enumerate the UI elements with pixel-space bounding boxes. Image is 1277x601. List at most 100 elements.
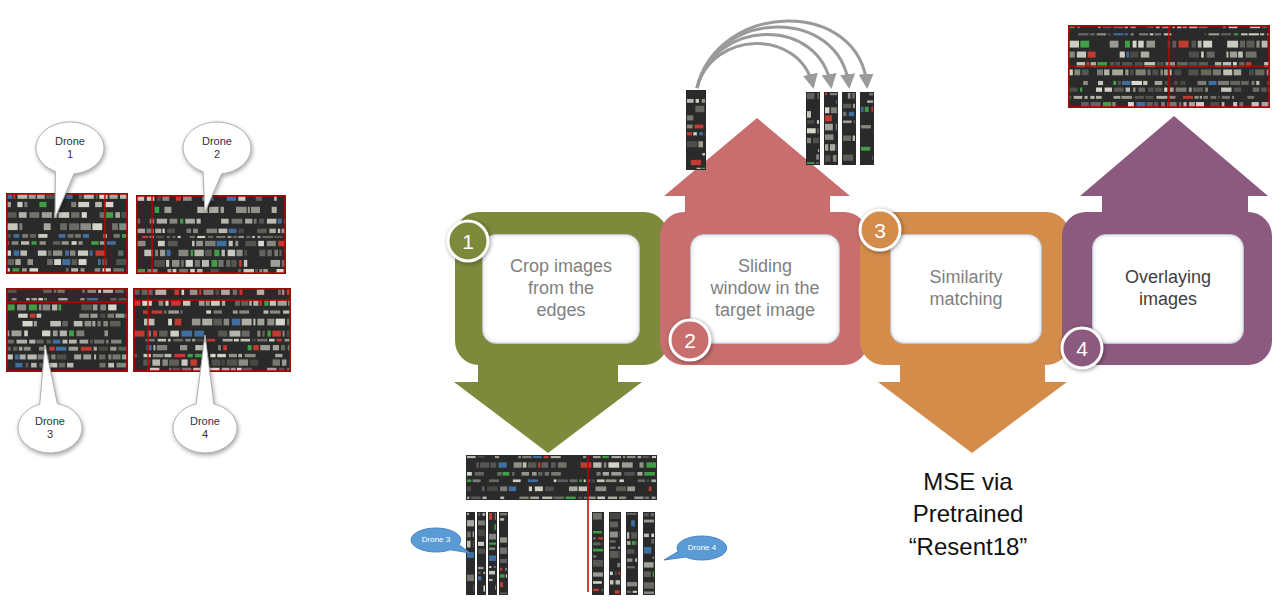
photo-texture <box>69 340 77 344</box>
photo-texture <box>497 472 501 476</box>
speech-bubble: Drone 1 <box>35 121 105 175</box>
photo-texture <box>65 250 69 255</box>
bubble-shape <box>183 122 251 212</box>
photo-texture <box>208 236 213 238</box>
photo-texture <box>593 555 596 558</box>
photo-texture <box>108 363 114 368</box>
photo-texture <box>229 354 237 357</box>
photo-texture <box>1260 33 1264 35</box>
photo-texture <box>843 120 852 123</box>
photo-texture <box>180 310 182 313</box>
aerial-photo <box>592 512 604 595</box>
photo-texture <box>267 219 277 224</box>
photo-texture <box>500 582 503 587</box>
photo-texture <box>686 90 706 170</box>
photo-texture <box>17 304 26 310</box>
photo-texture <box>1074 96 1082 99</box>
photo-texture <box>843 155 853 161</box>
photo-texture <box>1174 69 1181 75</box>
photo-texture <box>558 462 567 467</box>
photo-texture <box>1147 69 1150 75</box>
photo-texture <box>245 241 256 246</box>
photo-texture <box>825 155 830 162</box>
photo-texture <box>1227 41 1238 48</box>
photo-texture <box>20 354 26 359</box>
photo-texture <box>865 107 869 112</box>
photo-texture <box>98 259 101 265</box>
photo-texture <box>112 223 118 230</box>
photo-texture <box>1090 96 1094 99</box>
photo-texture <box>58 212 69 218</box>
photo-texture <box>518 456 521 458</box>
photo-texture <box>97 321 100 326</box>
photo-texture <box>36 340 43 344</box>
photo-texture <box>99 347 108 351</box>
photo-texture <box>90 314 97 318</box>
photo-texture <box>489 571 495 575</box>
photo-texture <box>581 462 592 467</box>
photo-texture <box>618 572 620 575</box>
photo-texture <box>807 162 814 164</box>
photo-texture <box>122 354 127 359</box>
photo-texture <box>505 568 507 571</box>
photo-texture <box>217 354 226 357</box>
photo-texture <box>627 566 635 568</box>
photo-texture <box>1139 33 1148 35</box>
photo-texture <box>522 456 531 458</box>
photo-texture <box>1098 81 1103 85</box>
photo-texture <box>233 289 237 295</box>
photo-texture <box>137 241 146 246</box>
step-box: Similarity matching <box>890 234 1042 344</box>
photo-texture <box>478 542 484 546</box>
photo-texture <box>652 456 656 458</box>
photo-texture <box>483 497 487 499</box>
bubble-shape <box>173 335 237 453</box>
photo-texture <box>608 497 617 499</box>
photo-texture <box>81 347 92 351</box>
photo-texture <box>217 241 227 246</box>
photo-texture <box>206 300 210 305</box>
photo-texture <box>644 520 654 523</box>
photo-texture <box>271 260 280 267</box>
photo-texture <box>83 234 89 238</box>
photo-texture <box>478 576 481 580</box>
photo-texture <box>235 300 240 305</box>
step-number: 1 <box>446 219 490 263</box>
photo-texture <box>285 339 290 342</box>
photo-texture <box>228 236 232 238</box>
photo-texture <box>79 314 88 318</box>
photo-texture <box>277 339 282 342</box>
photo-texture <box>172 260 179 267</box>
photo-texture <box>872 156 873 160</box>
photo-texture <box>272 331 281 337</box>
photo-texture <box>197 219 201 224</box>
step-number-text: 3 <box>874 220 886 241</box>
photo-texture <box>602 456 609 458</box>
photo-texture <box>1138 41 1144 48</box>
photo-texture <box>278 300 287 305</box>
photo-texture <box>194 250 203 256</box>
photo-texture <box>244 250 247 256</box>
photo-texture <box>142 289 153 295</box>
photo-texture <box>467 479 471 482</box>
photo-texture <box>211 300 220 305</box>
photo-texture <box>11 330 21 336</box>
photo-texture <box>528 462 536 467</box>
photo-texture <box>38 234 47 238</box>
aerial-photo <box>686 90 706 170</box>
photo-texture <box>218 331 227 337</box>
photo-texture <box>78 250 88 255</box>
photo-texture <box>133 288 291 372</box>
photo-texture <box>1222 96 1230 99</box>
photo-texture <box>636 549 637 554</box>
photo-texture <box>824 92 838 165</box>
photo-texture <box>830 93 837 95</box>
photo-texture <box>1221 33 1231 35</box>
photo-texture <box>636 541 637 545</box>
photo-texture <box>637 472 642 476</box>
photo-texture <box>843 104 851 108</box>
photo-texture <box>206 310 211 313</box>
photo-texture <box>1255 69 1264 75</box>
photo-texture <box>1203 41 1212 48</box>
photo-texture <box>593 537 596 539</box>
